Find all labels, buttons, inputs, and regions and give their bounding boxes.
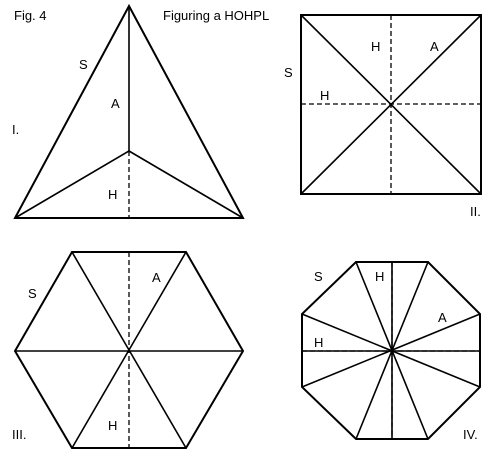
- triangle-roman-numeral: I.: [12, 122, 19, 137]
- triangle-right-spoke: [128, 150, 244, 219]
- square-label-a: A: [430, 39, 439, 54]
- panel-square: S H A H II.: [284, 14, 482, 219]
- panel-triangle: S A H I.: [12, 3, 245, 219]
- triangle-left-spoke: [14, 150, 130, 219]
- octagon-label-h-side: H: [314, 335, 323, 350]
- octagon-label-a: A: [438, 310, 447, 325]
- octagon-roman-numeral: IV.: [463, 427, 478, 442]
- figure-title: Figuring a HOHPL: [163, 8, 269, 23]
- figure-number: Fig. 4: [14, 8, 47, 23]
- panel-octagon: S H A H IV.: [301, 261, 481, 442]
- octagon-label-h-top: H: [375, 269, 384, 284]
- square-label-h-side: H: [320, 88, 329, 103]
- hexagon-roman-numeral: III.: [12, 427, 26, 442]
- square-label-h-top: H: [371, 39, 380, 54]
- panel-hexagon: S A H III.: [12, 251, 245, 449]
- hexagon-label-h: H: [108, 418, 117, 433]
- triangle-label-h: H: [108, 187, 117, 202]
- square-roman-numeral: II.: [470, 204, 481, 219]
- octagon-label-s: S: [314, 269, 323, 284]
- hexagon-label-a: A: [152, 270, 161, 285]
- square-label-s: S: [284, 65, 293, 80]
- triangle-label-a: A: [111, 96, 120, 111]
- hexagon-label-s: S: [28, 286, 37, 301]
- triangle-label-s: S: [79, 57, 88, 72]
